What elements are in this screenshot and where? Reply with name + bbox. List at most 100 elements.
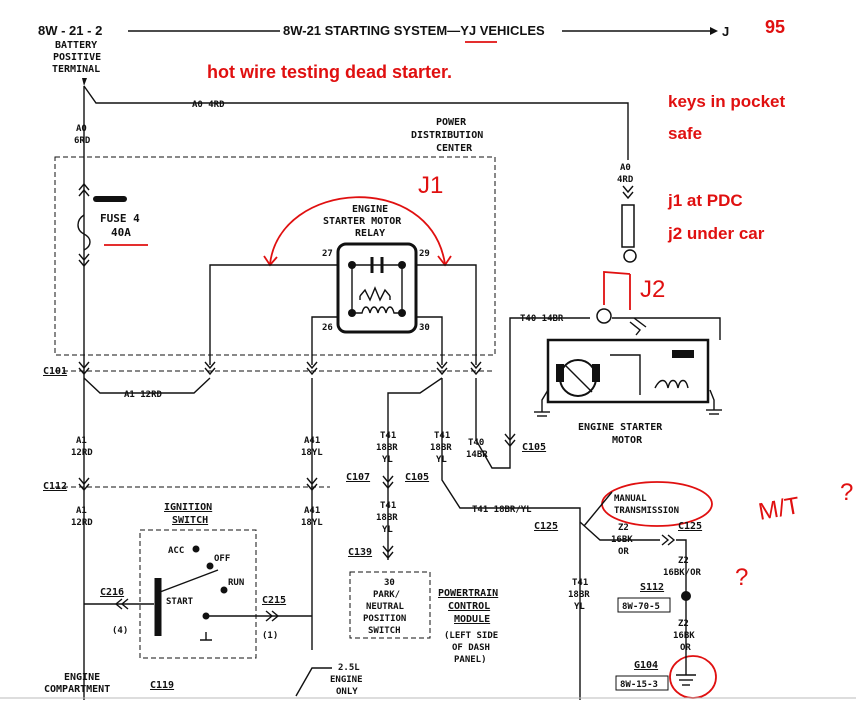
wire-t41-left [387,377,443,560]
pcm-label-6: PANEL) [454,655,487,665]
starter-relay-box [336,242,418,334]
park-label-3: NEUTRAL [366,602,405,612]
starter-internal-wire [610,354,641,395]
ign-off: OFF [214,554,230,564]
park-label-4: POSITION [363,614,406,624]
t41-18br-a: 18BR [376,443,398,453]
l25-label-2: ENGINE [330,675,363,685]
manual-label-2: TRANSMISSION [614,506,679,516]
jumper-j2 [603,271,631,310]
relay-pin-26: 26 [322,323,333,333]
c107-label: C107 [346,472,370,483]
c216-pin [114,598,129,610]
a1-label-lower: A1 [76,506,87,516]
16bk-or-label: 16BK/OR [663,568,702,578]
battery-cable-lug [621,204,635,248]
pcm-label-4: (LEFT SIDE [444,631,498,641]
title-prefix: 8W-21 STARTING SYSTEM— [283,23,460,38]
s112-label: S112 [640,582,664,593]
fuse-connector-top [78,182,90,197]
pcm-label-1: POWERTRAIN [438,588,498,599]
question-mark-2: ? [735,564,748,591]
relay-resistor [359,286,391,302]
fuse-symbol [77,214,91,251]
or-label-a: OR [618,547,629,557]
solenoid-plunger [672,350,694,358]
t41-label-a: T41 [380,431,396,441]
c215-pin-num: (1) [262,631,278,641]
g104-ref-box [615,675,669,691]
or-label-c: OR [680,643,691,653]
fuse-connector-bottom [78,253,90,268]
starter-label-1: ENGINE STARTER [578,422,663,433]
c125b-label: C125 [678,521,702,532]
ign-off-node [206,562,214,570]
wire-a0-4rd-top [83,85,629,160]
solenoid-coil [654,379,689,389]
ign-run: RUN [228,578,244,588]
a41-label: A41 [304,436,320,446]
wire-relay-30 [416,316,443,365]
relay-label-3: RELAY [355,228,385,239]
a1-12rd-label: A1 12RD [124,390,163,400]
c101-pin-t40 [470,361,482,376]
4rd-right-label: 4RD [617,175,634,185]
c105b-label: C105 [405,472,429,483]
c105-label: C105 [522,442,546,453]
a1-label-upper: A1 [76,436,87,446]
headline-note: hot wire testing dead starter. [207,62,452,82]
c215-pin [265,610,280,622]
wire-a1-12rd [83,377,211,394]
wire-a0-label: A0 [76,124,87,134]
16bk-label-a: 16BK [611,535,633,545]
t41-18br-c: 18BR [376,513,398,523]
c105-pin-t40 [504,433,516,448]
wire-z2-16bk [579,521,660,541]
title-yj: YJ [460,23,476,38]
pcm-label-3: MODULE [454,614,490,625]
c112-pin [78,477,90,492]
18br-label-bottom: 18BR [568,590,590,600]
t41-18br-b: 18BR [430,443,452,453]
a41-label-2: A41 [304,506,320,516]
t40-label: T40 [468,438,484,448]
pcm-label-2: CONTROL [448,601,490,612]
wire-z2-down [676,539,687,596]
c107-pin [382,475,394,490]
wire-relay-26 [311,316,338,365]
park-label-2: PARK/ [373,590,400,600]
t41-label-b: T41 [434,431,450,441]
j1-note: j1 at PDC [667,191,743,210]
manual-label-1: MANUAL [614,494,647,504]
c216-pin-num: (4) [112,626,128,636]
t41-label-bottom: T41 [572,578,588,588]
eng-comp-label-1: ENGINE [64,672,100,683]
l25-label: 2.5L [338,663,360,673]
relay-label-1: ENGINE [352,204,388,215]
z2-label-a: Z2 [618,523,629,533]
ign-acc-node [192,545,200,553]
park-neutral-switch-box [349,571,431,639]
c139-label: C139 [348,547,372,558]
title-suffix: VEHICLES [476,23,545,38]
ign-acc: ACC [168,546,184,556]
z2-label-c: Z2 [678,619,689,629]
ign-start: START [166,597,194,607]
page-number: 95 [765,17,785,37]
section-letter: J [722,24,729,39]
fuse-label: FUSE 4 [100,212,140,225]
g104-label: G104 [634,660,658,671]
t41-18bryl-label: T41 18BR/YL [472,505,532,515]
yl-label-bottom: YL [574,602,585,612]
park-label-5: SWITCH [368,626,401,636]
ground-circle [669,655,717,699]
ignition-switch-box [139,529,257,659]
j1-mark: J1 [418,172,443,199]
wire-relay-27 [209,264,338,365]
wire-t40 [475,317,590,469]
eng-comp-label-2: COMPARTMENT [44,684,110,695]
wire-starter-top [612,317,721,340]
park-label-1: 30 [384,578,395,588]
c112-pin-a41 [306,477,318,492]
